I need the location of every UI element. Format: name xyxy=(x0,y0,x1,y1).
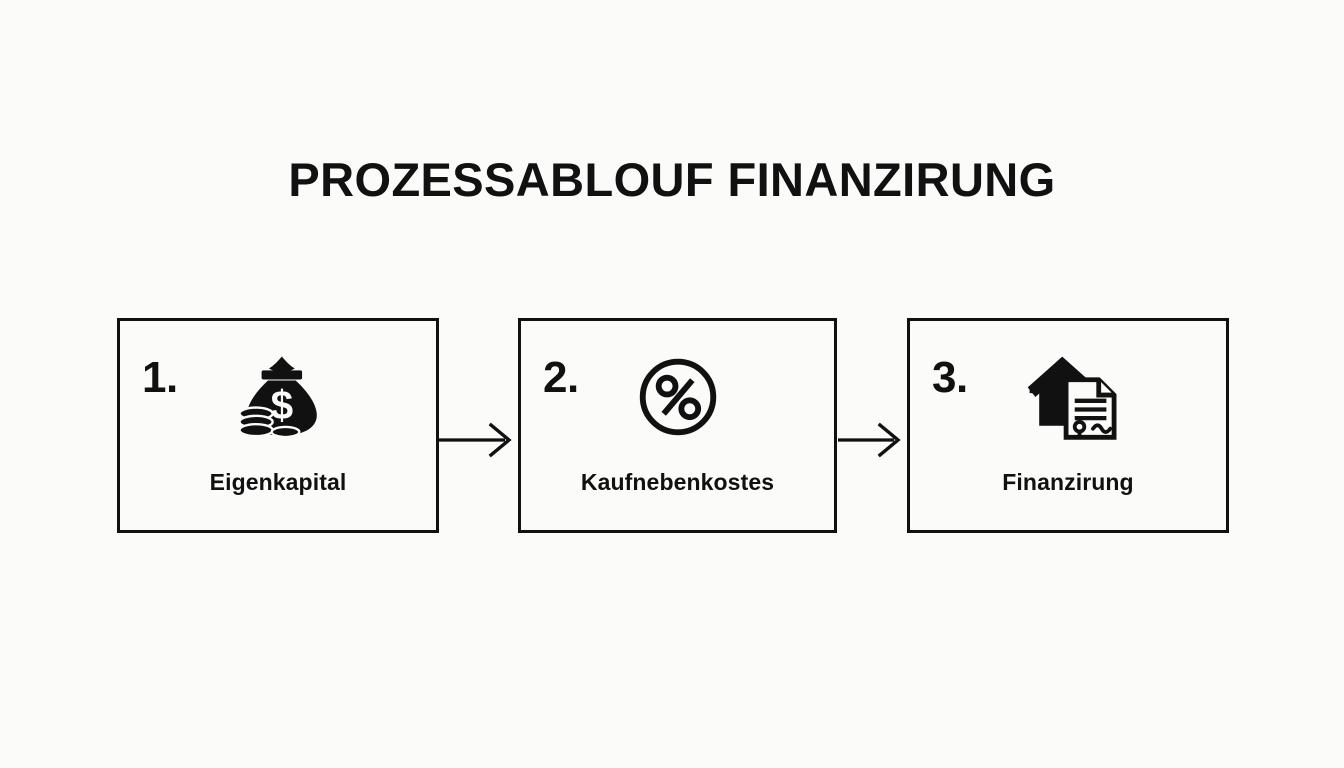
arrow-right-icon xyxy=(838,422,906,458)
step-label-2: Kaufnebenkostes xyxy=(580,469,775,495)
process-step-3[interactable]: 3. xyxy=(907,318,1229,533)
house-document-icon xyxy=(1024,349,1120,445)
step-label-1: Eigenkapital xyxy=(209,469,347,495)
svg-text:$: $ xyxy=(271,382,294,428)
process-flow-row: 1. $ Ei xyxy=(0,318,1344,534)
percent-circle-icon xyxy=(630,349,726,445)
step-number-2: 2. xyxy=(543,353,579,402)
step-label-3: Finanzirung xyxy=(1002,469,1134,495)
money-bag-icon: $ xyxy=(234,349,330,445)
page-title: PROZESSABLOUF FINANZIRUNG xyxy=(288,153,1056,206)
process-step-1[interactable]: 1. $ Ei xyxy=(117,318,439,533)
arrow-right-icon xyxy=(439,422,517,458)
step-number-3: 3. xyxy=(932,353,968,402)
process-step-2[interactable]: 2. Kaufnebenkostes xyxy=(518,318,837,533)
step-number-1: 1. xyxy=(142,353,178,402)
